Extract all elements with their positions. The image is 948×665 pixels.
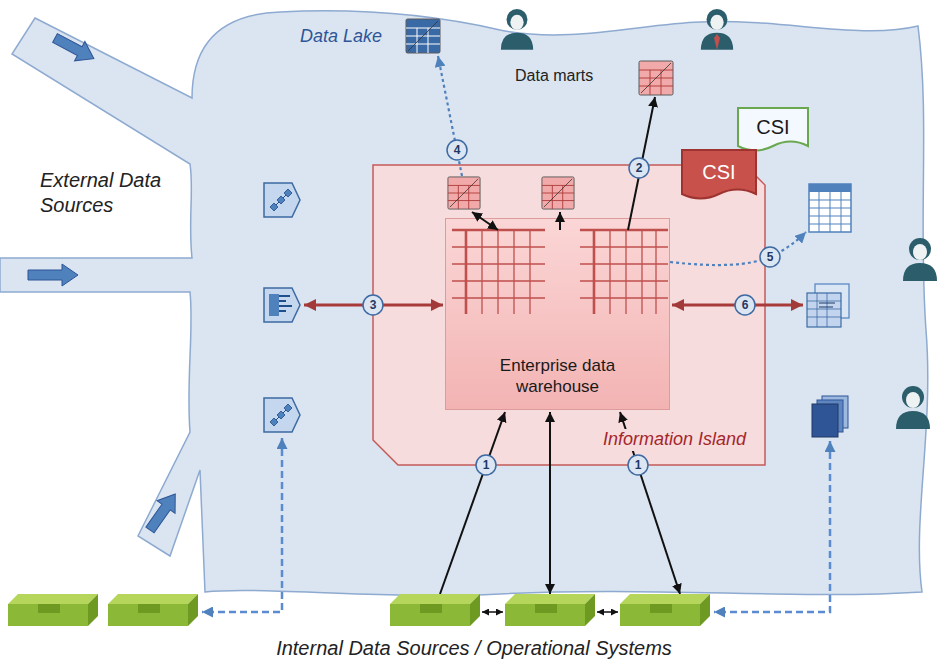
table-icon — [406, 19, 440, 53]
table-icon — [807, 284, 849, 327]
node-outline — [373, 165, 765, 465]
system-block — [108, 594, 198, 626]
callout-number: 1 — [475, 456, 497, 474]
system-block — [390, 594, 480, 626]
exchange-arrow — [304, 304, 803, 307]
person-icon — [701, 9, 733, 50]
callout-number: 5 — [759, 248, 781, 266]
person-icon — [903, 238, 937, 281]
warehouse-table-grid — [580, 230, 668, 314]
group-caption: Data marts — [515, 66, 593, 86]
table-icon — [406, 19, 851, 437]
callout-circle — [476, 455, 496, 475]
source-caption: External Data Sources — [40, 168, 190, 218]
note-shape: CSI — [738, 108, 808, 154]
warehouse-table-grid — [580, 230, 668, 314]
island-region: Information IslandCSIEnterprise data war… — [373, 165, 765, 465]
inflow-arrows — [50, 28, 99, 68]
node-text: Information Island — [600, 429, 749, 451]
warehouse-table-grid — [452, 230, 545, 314]
warehouse-table-grid — [452, 230, 668, 314]
callout-circle — [628, 455, 648, 475]
flow-line — [549, 412, 551, 594]
node-text: Data Lake — [300, 26, 382, 48]
callout-number: 1 — [475, 456, 497, 474]
node-outline — [0, 11, 928, 596]
source-icon — [264, 183, 300, 217]
callout-number: 6 — [734, 296, 756, 314]
person-icon — [714, 34, 720, 50]
system-block — [505, 594, 595, 626]
flow-line — [628, 97, 655, 230]
source-caption: Internal Data Sources / Operational Syst… — [124, 636, 824, 661]
flow-line — [472, 212, 498, 230]
flow-line — [440, 97, 680, 612]
flow-line — [597, 611, 618, 613]
callout-circle — [363, 140, 780, 475]
system-block — [8, 594, 98, 626]
dashed-link — [714, 441, 830, 612]
flow-line — [559, 212, 561, 230]
dotted-flow — [438, 56, 462, 176]
note-shape: CSI — [682, 150, 756, 202]
callout-number: 3 — [362, 296, 384, 314]
flow-line — [620, 412, 680, 594]
system-block — [620, 594, 710, 626]
callout-circle — [363, 295, 383, 315]
dotted-flow — [438, 56, 806, 265]
dashed-link — [202, 438, 830, 612]
callout-circle — [447, 140, 467, 160]
table-icon — [542, 177, 574, 209]
table-icon — [639, 61, 673, 95]
group-caption: Data marts — [515, 66, 593, 86]
node-text: CSI — [702, 160, 735, 184]
source-caption: Internal Data Sources / Operational Syst… — [124, 636, 824, 661]
table-icon — [448, 177, 480, 209]
table-icon — [809, 184, 851, 232]
callout-circle — [629, 158, 649, 178]
flow-line — [482, 611, 503, 613]
callout-number: 4 — [446, 141, 468, 159]
node-text: CSI — [756, 115, 789, 139]
callout-number: 5 — [759, 248, 781, 266]
table-icon — [812, 396, 848, 437]
dashed-link — [202, 438, 282, 612]
dotted-flow — [670, 232, 806, 265]
callout-circle — [735, 295, 755, 315]
callout-number: 6 — [734, 296, 756, 314]
source-caption: External Data Sources — [40, 168, 190, 218]
inflow-arrows — [28, 28, 184, 536]
inflow-arrows — [141, 488, 184, 537]
callout-number: 1 — [627, 456, 649, 474]
person-icon — [501, 9, 533, 50]
node-text: Enterprise data warehouse — [463, 356, 653, 397]
source-icon — [264, 288, 300, 322]
callout-number: 3 — [362, 296, 384, 314]
person-icon — [501, 9, 937, 429]
exchange-arrow — [672, 304, 803, 307]
callout-number: 2 — [628, 159, 650, 177]
callout-number: 1 — [627, 456, 649, 474]
person-icon — [896, 386, 930, 429]
flow-line — [440, 412, 505, 594]
system-block — [8, 594, 710, 626]
source-icon — [264, 183, 300, 432]
callout-number: 2 — [628, 159, 650, 177]
inflow-arrows — [28, 264, 78, 286]
node-outline — [738, 108, 808, 151]
source-icon — [264, 398, 300, 432]
callout-circle — [760, 247, 780, 267]
callout-number: 4 — [446, 141, 468, 159]
warehouse-box: Enterprise data warehouse — [445, 218, 670, 410]
warehouse-table-grid — [452, 230, 545, 314]
node-outline — [682, 150, 756, 199]
